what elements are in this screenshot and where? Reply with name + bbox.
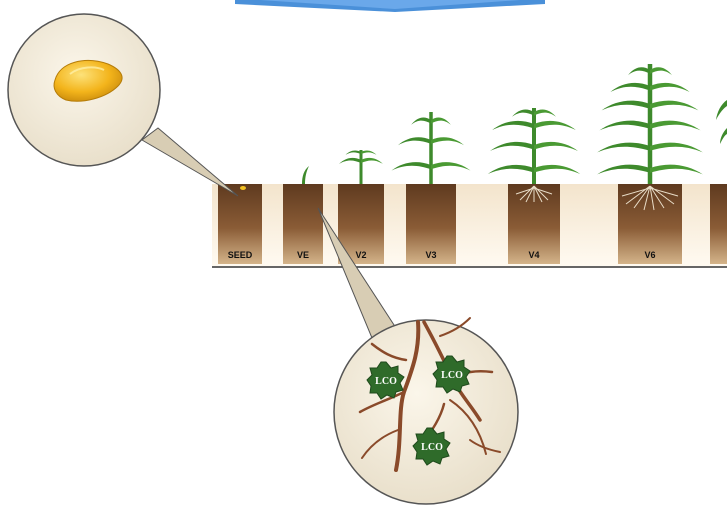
lco-label: LCO (421, 442, 443, 453)
stage-seed: SEED (218, 184, 262, 264)
ve-sprout (302, 166, 309, 184)
stage-label: V2 (355, 250, 366, 260)
v6-plant (597, 64, 703, 184)
seed-dot (240, 186, 246, 190)
stage-label: SEED (228, 250, 253, 260)
seed-callout (8, 14, 238, 196)
seed-callout-pointer (142, 128, 238, 196)
stage-label: V3 (425, 250, 436, 260)
v2-plant (339, 150, 383, 184)
stage-label: V6 (644, 250, 655, 260)
stage-ve: VE (283, 166, 323, 264)
stage-label: VE (297, 250, 309, 260)
stage-label: V4 (528, 250, 539, 260)
lco-label: LCO (375, 376, 397, 387)
v4-plant (488, 108, 580, 184)
lco-label: LCO (441, 370, 463, 381)
v3-plant (391, 112, 470, 184)
partial-plant-edge (710, 100, 727, 264)
stage-v2: V2 (338, 150, 384, 264)
